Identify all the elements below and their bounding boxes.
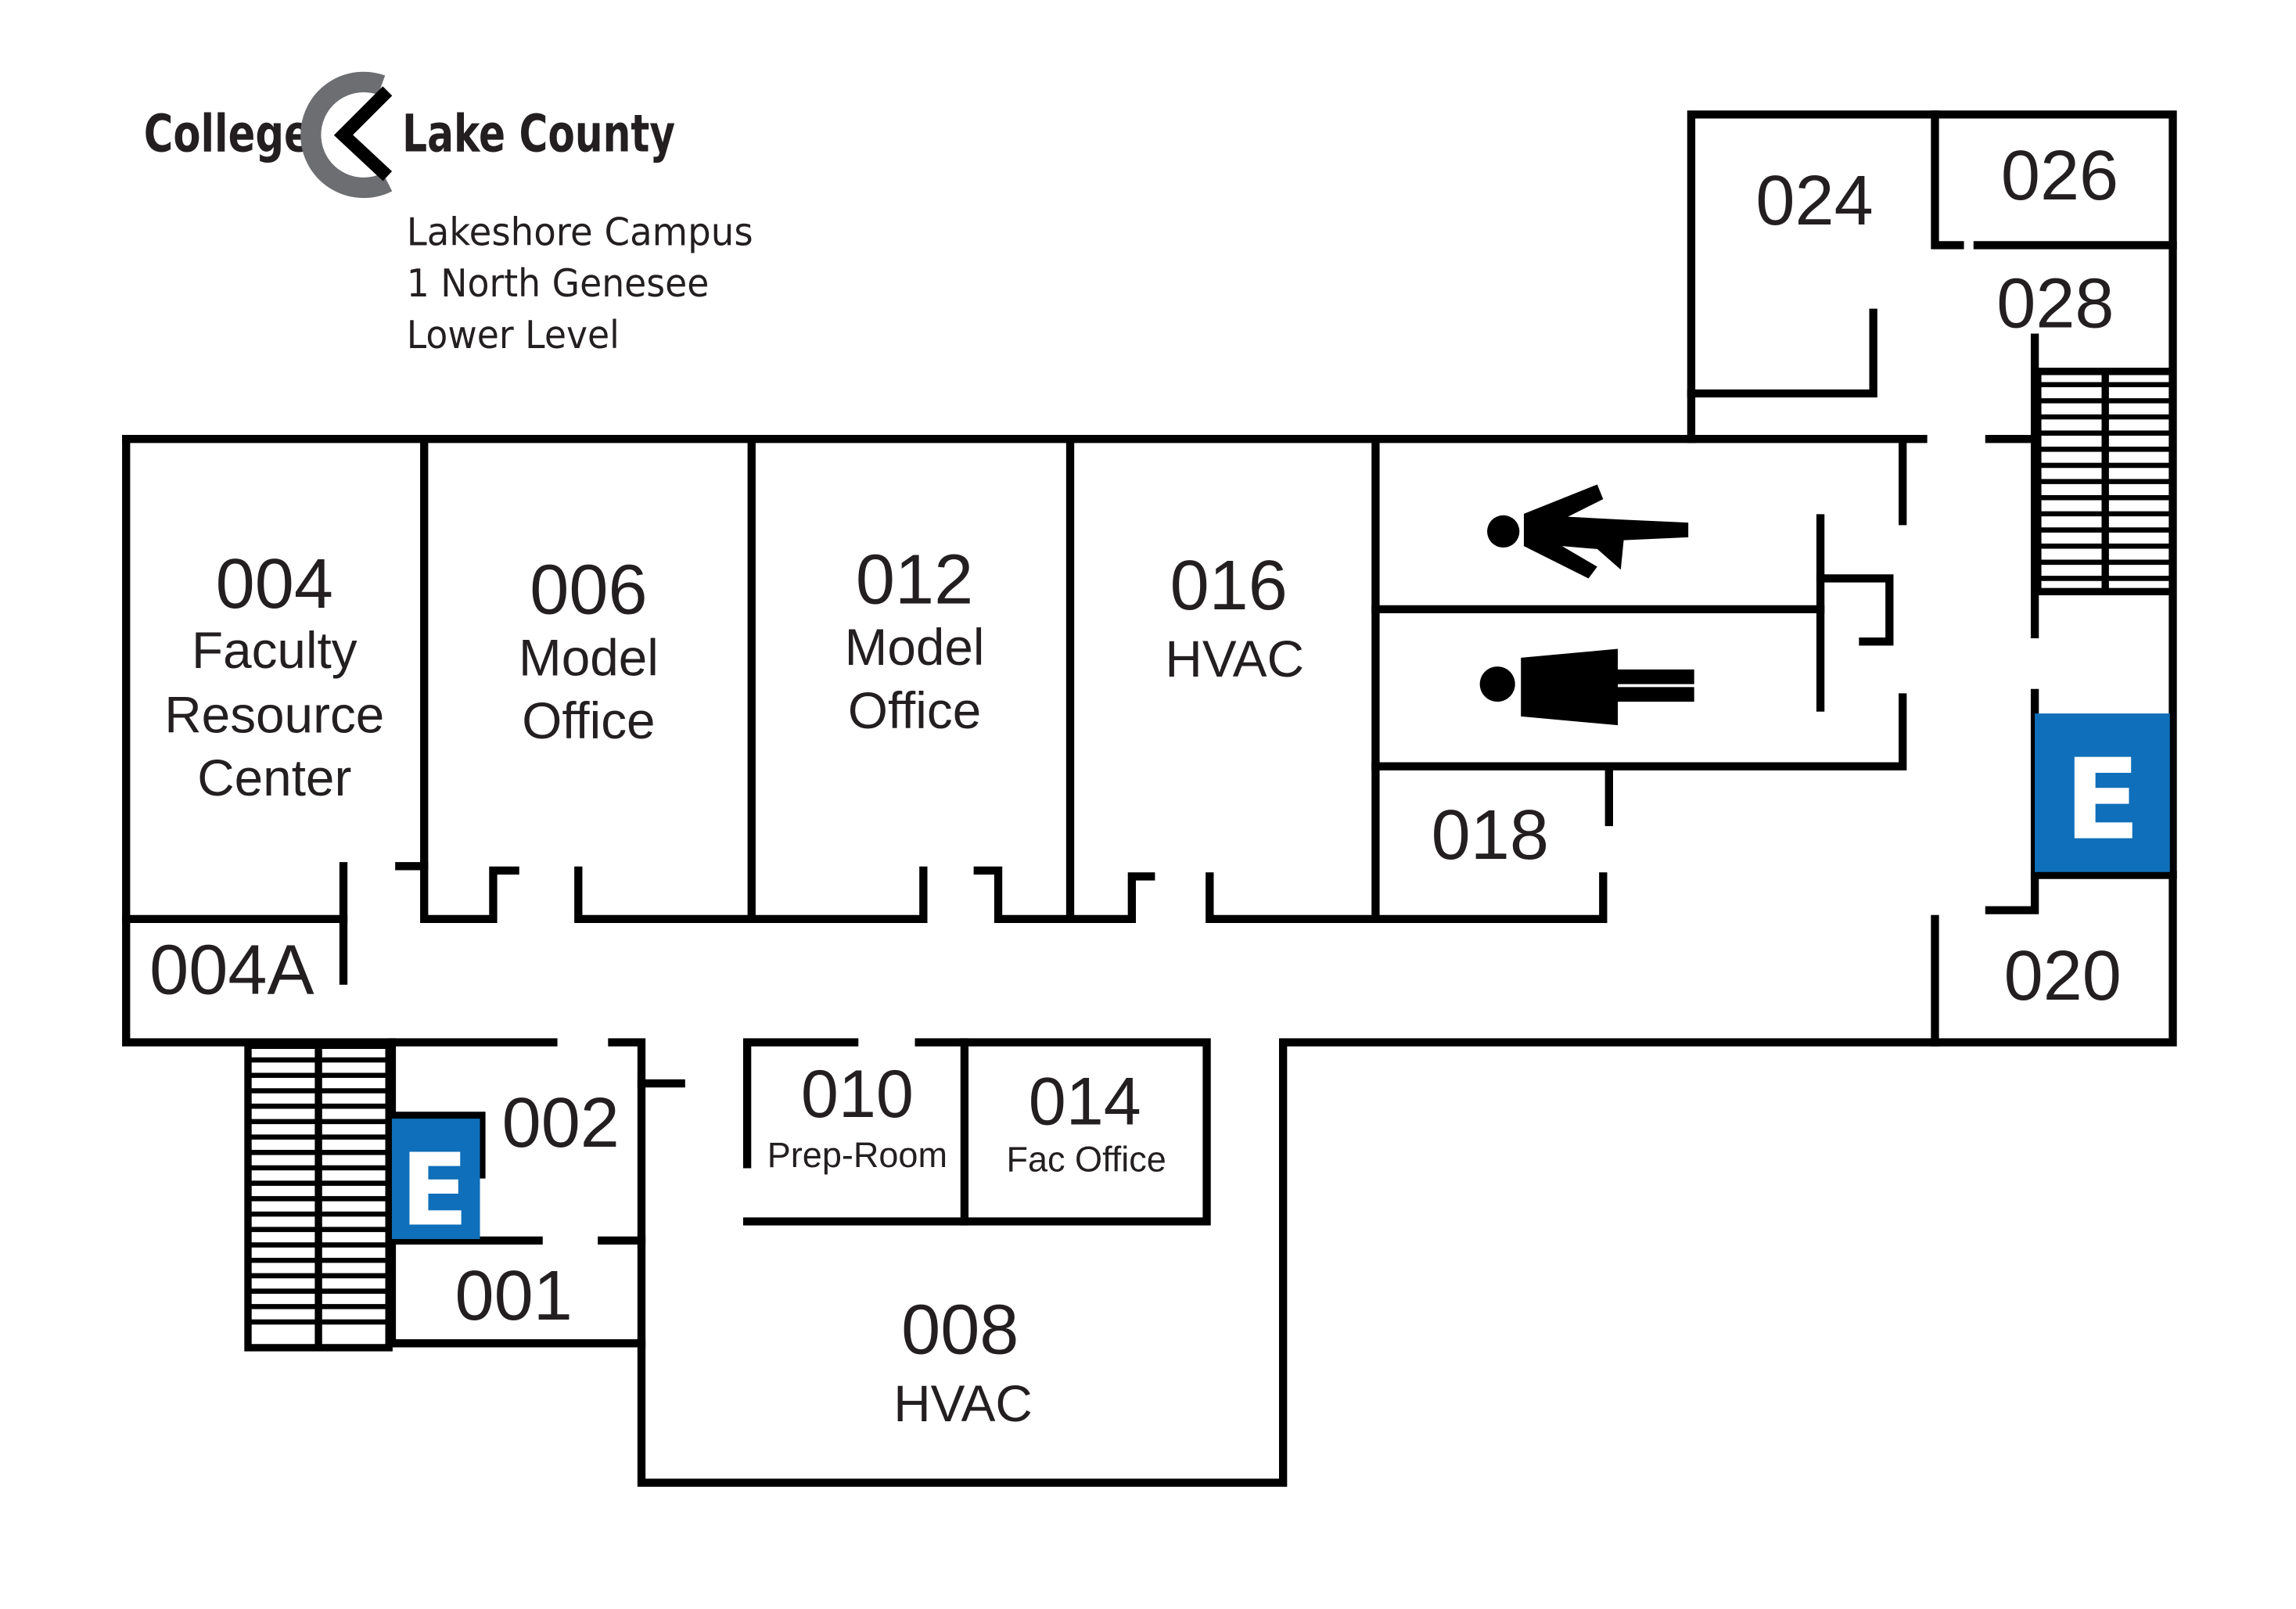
room-026: 026	[2001, 136, 2118, 215]
walls	[122, 110, 2177, 1487]
room-name: Office	[522, 692, 655, 749]
room-name: Model	[519, 629, 659, 686]
campus-level: Lower Level	[407, 313, 620, 357]
room-number: 028	[1996, 264, 2114, 343]
room-number: 002	[502, 1083, 620, 1162]
room-name: Center	[197, 749, 351, 806]
stairs-icon	[244, 1041, 393, 1352]
campus-info: Lakeshore Campus 1 North Genesee Lower L…	[407, 210, 753, 357]
campus-name: Lakeshore Campus	[407, 210, 753, 254]
room-number: 004A	[149, 931, 314, 1010]
room-016: 016 HVAC	[1165, 546, 1304, 688]
room-012: 012 Model Office	[845, 540, 985, 739]
college-lake-county-logo: College Lake County	[144, 71, 675, 199]
room-name: Resource	[164, 687, 384, 744]
campus-address: 1 North Genesee	[407, 261, 710, 306]
room-number: 004	[216, 544, 333, 623]
room-name: Fac Office	[1006, 1140, 1166, 1180]
room-name: HVAC	[893, 1375, 1033, 1432]
mens-restroom-icon	[1479, 648, 1694, 726]
room-name: Prep-Room	[767, 1135, 947, 1175]
stairs-icon	[2034, 368, 2177, 596]
room-number: 024	[1755, 161, 1873, 240]
room-number: 026	[2001, 136, 2118, 215]
room-name: HVAC	[1165, 630, 1304, 688]
room-number: 008	[901, 1290, 1019, 1369]
room-004a: 004A	[149, 931, 314, 1010]
room-028: 028	[1996, 264, 2114, 343]
room-number: 001	[455, 1256, 573, 1335]
room-010: 010 Prep-Room	[767, 1057, 947, 1175]
room-number: 014	[1029, 1065, 1141, 1140]
elevator-icon: E	[391, 1119, 480, 1248]
logo-word-college: College	[144, 104, 311, 163]
room-name: Model	[845, 619, 985, 676]
elevator-icon: E	[2035, 713, 2170, 872]
room-number: 010	[801, 1057, 914, 1132]
room-001: 001	[455, 1256, 573, 1335]
room-name: Faculty	[192, 622, 358, 679]
elevator-label: E	[2064, 735, 2140, 865]
room-014: 014 Fac Office	[1006, 1065, 1166, 1180]
room-number: 016	[1170, 546, 1288, 625]
logo-word-lake-county: Lake County	[402, 104, 675, 163]
room-number: 018	[1432, 796, 1549, 875]
room-024: 024	[1755, 161, 1873, 240]
room-004: 004 Faculty Resource Center	[164, 544, 384, 806]
logo-mark-icon	[300, 71, 393, 199]
room-number: 006	[530, 551, 647, 630]
room-number: 020	[2004, 936, 2122, 1015]
room-name: Office	[848, 682, 981, 739]
room-002: 002	[502, 1083, 620, 1162]
room-number: 012	[856, 540, 973, 619]
room-006: 006 Model Office	[519, 551, 659, 750]
room-018: 018	[1432, 796, 1549, 875]
womens-restroom-icon	[1487, 484, 1689, 579]
elevator-label: E	[401, 1133, 469, 1248]
room-008: 008 HVAC	[893, 1290, 1033, 1431]
room-020: 020	[2004, 936, 2122, 1015]
